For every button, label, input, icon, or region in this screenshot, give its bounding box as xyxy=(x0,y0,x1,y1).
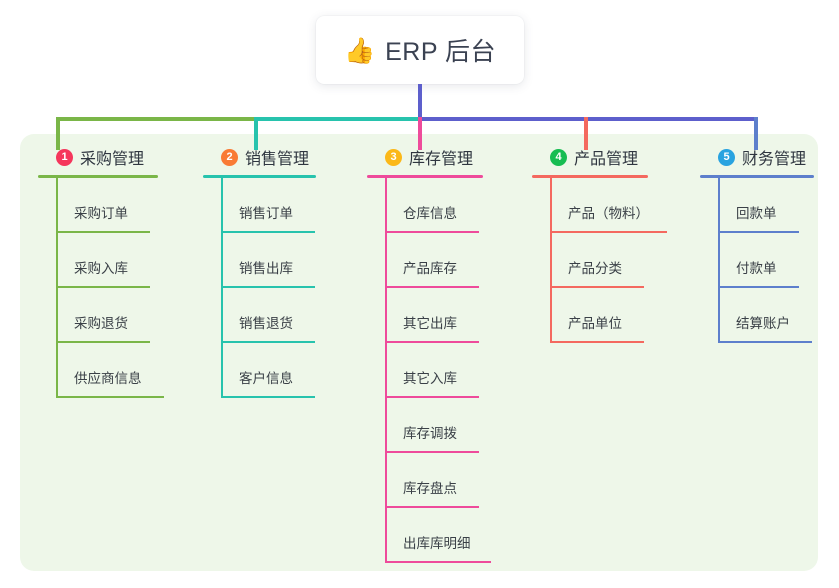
list-item-label: 回款单 xyxy=(736,205,777,221)
branch-header-5[interactable]: 5 财务管理 xyxy=(700,144,814,170)
list-item[interactable]: 采购退货 xyxy=(56,288,150,343)
list-item-label: 产品单位 xyxy=(568,315,622,331)
list-item[interactable]: 库存调拨 xyxy=(385,398,479,453)
list-item[interactable]: 产品单位 xyxy=(550,288,644,343)
branch-items-5: 回款单 付款单 结算账户 xyxy=(700,178,814,343)
list-item[interactable]: 仓库信息 xyxy=(385,178,479,233)
list-item[interactable]: 付款单 xyxy=(718,233,799,288)
list-item-label: 库存调拨 xyxy=(403,425,457,441)
branch-badge-4: 4 xyxy=(550,148,567,166)
branch-badge-5: 5 xyxy=(718,148,735,166)
branch-header-1[interactable]: 1 采购管理 xyxy=(38,144,164,170)
list-item-label: 仓库信息 xyxy=(403,205,457,221)
branches-panel xyxy=(20,134,818,571)
list-item-label: 付款单 xyxy=(736,260,777,276)
list-item[interactable]: 出库库明细 xyxy=(385,508,491,563)
branch-title-4: 产品管理 xyxy=(574,151,639,168)
list-item-label: 供应商信息 xyxy=(74,370,142,386)
branch-items-1: 采购订单 采购入库 采购退货 供应商信息 xyxy=(38,178,164,398)
list-item[interactable]: 客户信息 xyxy=(221,343,315,398)
branch-header-3[interactable]: 3 库存管理 xyxy=(367,144,491,170)
list-item-label: 产品分类 xyxy=(568,260,622,276)
branch-rule-1 xyxy=(38,175,158,178)
list-item-label: 库存盘点 xyxy=(403,480,457,496)
list-item-label: 销售退货 xyxy=(239,315,293,331)
list-item[interactable]: 供应商信息 xyxy=(56,343,164,398)
branch-items-3: 仓库信息 产品库存 其它出库 其它入库 库存调拨 库存盘点 出库库明细 xyxy=(367,178,491,563)
list-item[interactable]: 产品分类 xyxy=(550,233,644,288)
list-item[interactable]: 销售订单 xyxy=(221,178,315,233)
list-item[interactable]: 采购入库 xyxy=(56,233,150,288)
list-item[interactable]: 结算账户 xyxy=(718,288,812,343)
list-item[interactable]: 产品库存 xyxy=(385,233,479,288)
branch-column-1: 1 采购管理 采购订单 采购入库 采购退货 供应商信息 xyxy=(38,144,164,398)
list-item-label: 产品库存 xyxy=(403,260,457,276)
list-item[interactable]: 回款单 xyxy=(718,178,799,233)
list-item-label: 结算账户 xyxy=(736,315,790,331)
list-item[interactable]: 库存盘点 xyxy=(385,453,479,508)
list-item[interactable]: 其它出库 xyxy=(385,288,479,343)
list-item[interactable]: 销售出库 xyxy=(221,233,315,288)
root-title: ERP 后台 xyxy=(385,38,497,66)
branch-header-2[interactable]: 2 销售管理 xyxy=(203,144,316,170)
list-item[interactable]: 产品（物料） xyxy=(550,178,667,233)
branch-badge-3: 3 xyxy=(385,148,402,166)
branch-badge-2: 2 xyxy=(221,148,238,166)
list-item-label: 客户信息 xyxy=(239,370,293,386)
branch-items-2: 销售订单 销售出库 销售退货 客户信息 xyxy=(203,178,316,398)
list-item-label: 销售订单 xyxy=(239,205,293,221)
list-item-label: 销售出库 xyxy=(239,260,293,276)
list-item[interactable]: 采购订单 xyxy=(56,178,150,233)
branch-title-3: 库存管理 xyxy=(409,151,474,168)
branch-column-3: 3 库存管理 仓库信息 产品库存 其它出库 其它入库 库存调拨 库存盘点 出库库… xyxy=(367,144,491,563)
branch-rule-5 xyxy=(700,175,814,178)
branch-title-5: 财务管理 xyxy=(742,151,807,168)
branch-rule-3 xyxy=(367,175,483,178)
list-item-label: 采购退货 xyxy=(74,315,128,331)
list-item-label: 其它出库 xyxy=(403,315,457,331)
branch-items-4: 产品（物料） 产品分类 产品单位 xyxy=(532,178,667,343)
list-item-label: 采购入库 xyxy=(74,260,128,276)
list-item-label: 采购订单 xyxy=(74,205,128,221)
list-item[interactable]: 销售退货 xyxy=(221,288,315,343)
list-item[interactable]: 其它入库 xyxy=(385,343,479,398)
branch-header-4[interactable]: 4 产品管理 xyxy=(532,144,667,170)
branch-rule-4 xyxy=(532,175,648,178)
branch-column-5: 5 财务管理 回款单 付款单 结算账户 xyxy=(700,144,814,343)
list-item-label: 其它入库 xyxy=(403,370,457,386)
branch-badge-1: 1 xyxy=(56,148,73,166)
root-node[interactable]: 👍 ERP 后台 xyxy=(316,16,524,84)
thumbs-up-icon: 👍 xyxy=(343,36,376,65)
branch-rule-2 xyxy=(203,175,316,178)
list-item-label: 产品（物料） xyxy=(568,205,649,221)
branch-column-2: 2 销售管理 销售订单 销售出库 销售退货 客户信息 xyxy=(203,144,316,398)
branch-title-2: 销售管理 xyxy=(245,151,310,168)
branch-title-1: 采购管理 xyxy=(80,151,145,168)
list-item-label: 出库库明细 xyxy=(403,535,471,551)
branch-column-4: 4 产品管理 产品（物料） 产品分类 产品单位 xyxy=(532,144,667,343)
